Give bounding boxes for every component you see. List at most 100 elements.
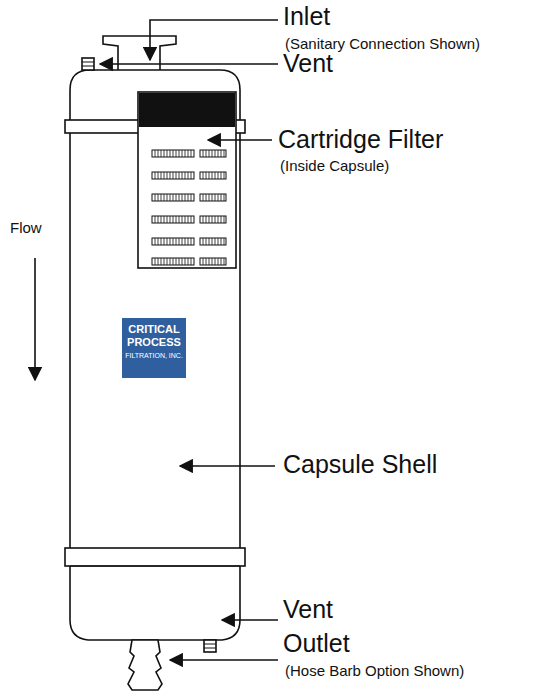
filter-pleat [218,216,219,223]
vent-thread [204,644,216,645]
filter-pleat [191,216,192,223]
filter-pleat [221,172,222,179]
filter-pleat [182,216,183,223]
filter-slot [152,150,194,157]
filter-pleat [158,238,159,245]
filter-pleat [224,238,225,245]
filter-pleat [155,194,156,201]
filter-pleat [206,258,207,265]
filter-pleat [212,172,213,179]
filter-pleat [182,238,183,245]
filter-pleat [176,216,177,223]
part-note: Flow [10,220,42,237]
filter-pleat [206,150,207,157]
company-logo: CRITICAL PROCESSFILTRATION, INC. [122,318,186,378]
cartridge-filter [138,92,236,268]
filter-pleat [176,150,177,157]
vent-thread [82,62,94,63]
filter-pleat [173,150,174,157]
filter-pleat [170,150,171,157]
filter-slot [200,172,226,179]
filter-pleat [158,172,159,179]
cartridge-leader [208,139,272,141]
part-label: Outlet [283,630,350,658]
vent-thread [82,66,94,67]
filter-pleat [218,172,219,179]
filter-pleat [155,258,156,265]
flow-arrow [34,258,36,380]
part-note: (Hose Barb Option Shown) [285,663,464,680]
filter-pleat [167,150,168,157]
filter-pleat [221,216,222,223]
filter-pleat [209,150,210,157]
filter-pleat [170,238,171,245]
filter-pleat [209,216,210,223]
filter-pleat [191,150,192,157]
filter-pleat [161,172,162,179]
filter-pleat [167,194,168,201]
filter-pleat [185,216,186,223]
filter-pleat [158,216,159,223]
logo-subtitle: FILTRATION, INC. [125,352,183,360]
filter-pleat [158,150,159,157]
part-label: Vent [283,50,333,78]
filter-pleat [224,172,225,179]
filter-pleat [215,216,216,223]
filter-pleat [218,258,219,265]
cap-line [70,566,240,567]
filter-pleat [212,258,213,265]
filter-pleat [209,194,210,201]
inlet-flange [103,36,176,72]
filter-slot [152,216,194,223]
filter-pleat [179,238,180,245]
filter-pleat [218,238,219,245]
filter-pleat [221,258,222,265]
filter-pleat [203,194,204,201]
filter-pleat [215,194,216,201]
filter-slot [152,238,194,245]
filter-pleat [164,172,165,179]
filter-pleat [188,258,189,265]
filter-pleat [173,194,174,201]
filter-pleat [203,258,204,265]
bottom-vent [204,640,216,652]
filter-pleat [164,238,165,245]
filter-pleat [209,172,210,179]
filter-pleat [161,258,162,265]
filter-pleat [221,150,222,157]
filter-pleat [176,194,177,201]
part-label: Capsule Shell [283,451,437,479]
filter-pleat [203,150,204,157]
filter-pleat [188,172,189,179]
filter-pleat [167,258,168,265]
filter-pleat [191,172,192,179]
filter-pleat [215,172,216,179]
filter-pleat [167,238,168,245]
filter-pleat [182,258,183,265]
filter-pleat [191,238,192,245]
filter-pleat [164,150,165,157]
filter-pleat [188,150,189,157]
part-label: Inlet [283,3,330,31]
filter-pleat [167,172,168,179]
filter-pleat [158,258,159,265]
outlet-leader [170,659,278,661]
filter-pleat [179,258,180,265]
filter-pleat [182,150,183,157]
part-label: Vent [283,596,333,624]
filter-slot [200,258,226,265]
filter-pleat [179,150,180,157]
filter-pleat [224,258,225,265]
filter-pleat [215,238,216,245]
filter-pleat [173,258,174,265]
filter-pleat [191,194,192,201]
filter-pleat [203,172,204,179]
filter-pleat [158,194,159,201]
filter-pleat [161,150,162,157]
filter-pleat [182,194,183,201]
filter-pleat [185,238,186,245]
filter-pleat [155,150,156,157]
filter-pleat [179,172,180,179]
filter-pleat [167,216,168,223]
filter-pleat [173,216,174,223]
